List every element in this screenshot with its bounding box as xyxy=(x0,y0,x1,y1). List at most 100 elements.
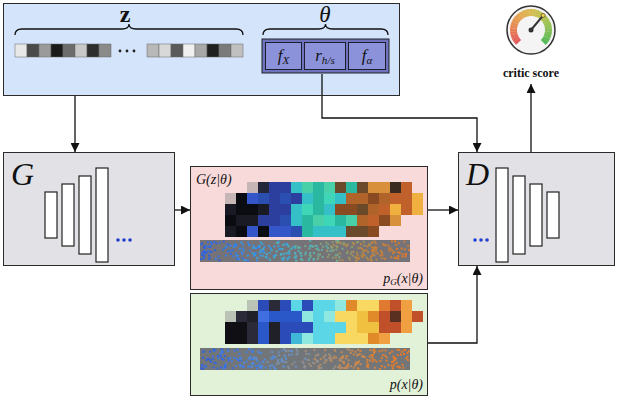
strip-point xyxy=(320,358,322,360)
strip-point xyxy=(296,350,298,352)
distribution-label: p(x|θ) xyxy=(390,377,423,392)
strip-point xyxy=(374,359,376,361)
strip-point xyxy=(283,257,285,259)
gauge-face xyxy=(507,6,555,54)
heatmap-cell xyxy=(225,333,236,344)
strip-point xyxy=(233,246,235,248)
heatmap-cell xyxy=(302,322,313,333)
strip-point xyxy=(208,258,210,260)
strip-point xyxy=(402,253,404,255)
strip-point xyxy=(403,353,405,355)
heatmap-cell xyxy=(247,226,258,237)
strip-point xyxy=(362,356,364,358)
gauge-needle xyxy=(531,15,543,30)
strip-point xyxy=(356,257,358,259)
strip-point xyxy=(320,243,322,245)
strip-point xyxy=(226,246,228,248)
strip-point xyxy=(281,358,283,360)
strip-point xyxy=(319,254,321,256)
strip-point xyxy=(253,358,255,360)
strip-point xyxy=(215,362,217,364)
strip-point xyxy=(353,243,355,245)
strip-point xyxy=(304,358,306,360)
strip-point xyxy=(259,362,261,364)
strip-point xyxy=(343,367,345,369)
strip-point xyxy=(246,361,248,363)
heatmap-cell xyxy=(412,204,423,215)
heatmap-cell xyxy=(335,333,346,344)
heatmap-cell xyxy=(335,226,346,237)
strip-point xyxy=(392,252,394,254)
strip-point xyxy=(219,242,221,244)
strip-point xyxy=(280,253,282,255)
heatmap-cell xyxy=(324,300,335,311)
heatmap-cell xyxy=(291,204,302,215)
strip-point xyxy=(375,251,377,253)
flow-arrow xyxy=(530,84,531,152)
strip-point xyxy=(260,241,262,243)
strip-point xyxy=(250,358,252,360)
parameter-name: rh/s xyxy=(315,46,335,65)
flow-arrow xyxy=(428,266,477,343)
strip-point xyxy=(336,246,338,248)
strip-point xyxy=(376,259,378,261)
strip-point xyxy=(349,349,351,351)
vector-cell xyxy=(147,44,159,57)
text-holder: G xyxy=(11,156,34,193)
heatmap-cell xyxy=(346,226,357,237)
strip-point xyxy=(343,362,345,364)
panel-fill xyxy=(190,293,428,396)
strip-point xyxy=(269,365,271,367)
vector-cell xyxy=(231,44,243,57)
strip-point xyxy=(319,364,321,366)
strip-point xyxy=(359,353,361,355)
strip-point xyxy=(262,250,264,252)
strip-point xyxy=(221,358,223,360)
network-dot xyxy=(116,238,120,242)
strip-point xyxy=(213,366,215,368)
strip-point xyxy=(399,367,401,369)
strip-point xyxy=(357,368,359,370)
strip-point xyxy=(232,255,234,257)
strip-point xyxy=(252,252,254,254)
strip-point xyxy=(340,359,342,361)
heatmap-cell xyxy=(269,311,280,322)
heatmap-cell xyxy=(390,215,401,226)
strip-point xyxy=(339,252,341,254)
strip-point xyxy=(350,253,352,255)
strip-point xyxy=(329,355,331,357)
strip-point xyxy=(384,355,386,357)
strip-point xyxy=(398,242,400,244)
strip-point xyxy=(272,356,274,358)
strip-point xyxy=(297,246,299,248)
heatmap-cell xyxy=(313,322,324,333)
strip-point xyxy=(337,240,339,242)
strip-point xyxy=(333,368,335,370)
parameter-cell: fα xyxy=(348,42,386,70)
heatmap-cell xyxy=(258,333,269,344)
strip-point xyxy=(203,246,205,248)
strip-point xyxy=(390,248,392,250)
heatmap-cell xyxy=(346,193,357,204)
heatmap-cell xyxy=(291,193,302,204)
real-heatmap xyxy=(225,300,423,344)
heatmap-cell xyxy=(335,300,346,311)
strip-point xyxy=(357,254,359,256)
strip-point xyxy=(288,250,290,252)
heatmap-cell xyxy=(390,311,401,322)
strip-point xyxy=(277,359,279,361)
strip-point xyxy=(308,359,310,361)
vector-cell xyxy=(171,44,183,57)
heatmap-cell xyxy=(313,204,324,215)
strip-point xyxy=(247,254,249,256)
heatmap-cell xyxy=(258,193,269,204)
strip-point xyxy=(372,360,374,362)
strip-point xyxy=(400,354,402,356)
strip-point xyxy=(236,258,238,260)
strip-point xyxy=(324,349,326,351)
strip-point xyxy=(366,245,368,247)
heatmap-cell xyxy=(269,182,280,193)
strip-point xyxy=(202,351,204,353)
strip-point xyxy=(317,258,319,260)
strip-point xyxy=(337,366,339,368)
